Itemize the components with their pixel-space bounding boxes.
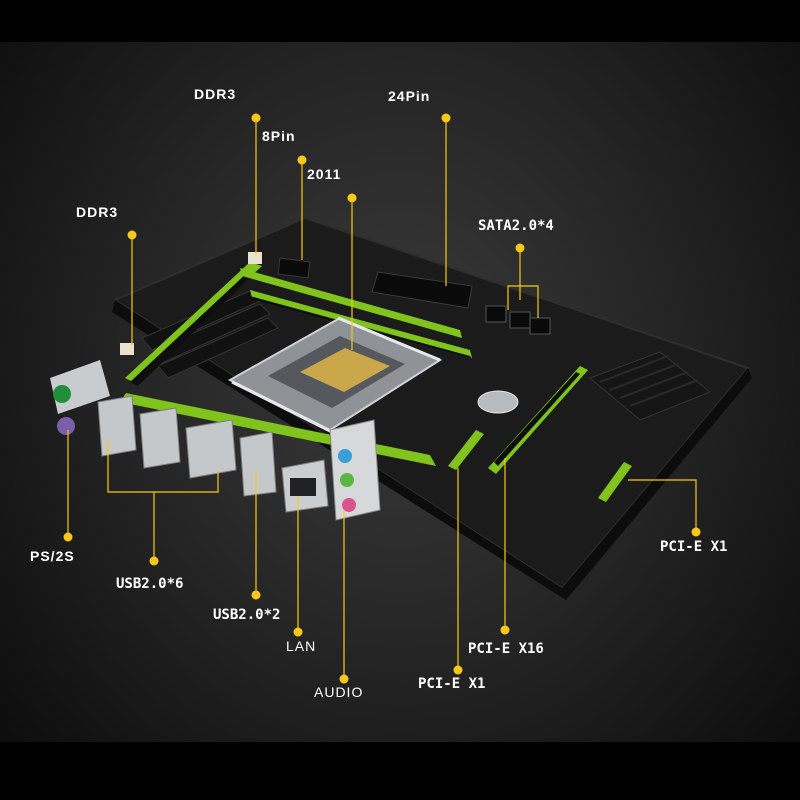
chipset-heatsink (589, 351, 711, 421)
callout-lines (67, 118, 697, 677)
label-audio: AUDIO (314, 684, 364, 700)
label-socket-2011: 2011 (307, 166, 342, 182)
label-pcie-x1-right: PCI-E X1 (660, 539, 728, 555)
cmos-battery (477, 390, 519, 414)
label-ps2: PS/2S (30, 548, 75, 564)
label-usb6: USB2.0*6 (116, 576, 184, 592)
label-ddr3-left: DDR3 (76, 204, 119, 220)
label-24pin: 24Pin (388, 88, 431, 104)
label-8pin: 8Pin (262, 128, 296, 144)
label-pcie-x16: PCI-E X16 (468, 641, 544, 657)
label-lan: LAN (286, 638, 317, 654)
io-panel (50, 360, 381, 521)
label-ddr3-top: DDR3 (194, 86, 237, 102)
atx-24pin-connector (371, 271, 473, 309)
usb-ports (97, 395, 277, 497)
lga2011-socket (227, 316, 443, 434)
audio-jack-green (340, 473, 354, 487)
cpu-8pin-connector (277, 257, 311, 279)
label-pcie-x1-left: PCI-E X1 (418, 676, 486, 692)
audio-jack-pink (342, 498, 356, 512)
sata-ports (485, 305, 551, 335)
ps2-port (53, 385, 71, 403)
audio-jack-blue (338, 449, 352, 463)
callout-dots (63, 113, 701, 684)
pcie-slots (448, 366, 632, 502)
label-usb2: USB2.0*2 (213, 607, 281, 623)
label-sata: SATA2.0*4 (478, 218, 554, 234)
